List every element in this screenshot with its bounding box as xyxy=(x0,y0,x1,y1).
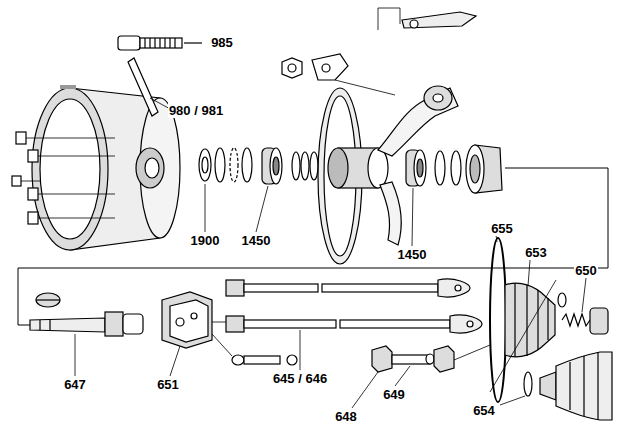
callout-number: 980 / 981 xyxy=(168,103,224,118)
callout-number: 647 xyxy=(63,377,87,392)
callout-number: 645 / 646 xyxy=(272,371,328,386)
callout-number: 1450 xyxy=(397,247,428,262)
callout-number: 651 xyxy=(156,377,180,392)
callout-number: 653 xyxy=(524,245,548,260)
callout-number: 649 xyxy=(382,387,406,402)
callout-number: 650 xyxy=(574,263,598,278)
callout-number: 1450 xyxy=(241,233,272,248)
callout-number: 654 xyxy=(472,403,496,418)
callout-number: 985 xyxy=(210,35,234,50)
callout-number: 648 xyxy=(334,409,358,424)
callout-number: 1900 xyxy=(190,233,221,248)
callout-number: 655 xyxy=(490,221,514,236)
